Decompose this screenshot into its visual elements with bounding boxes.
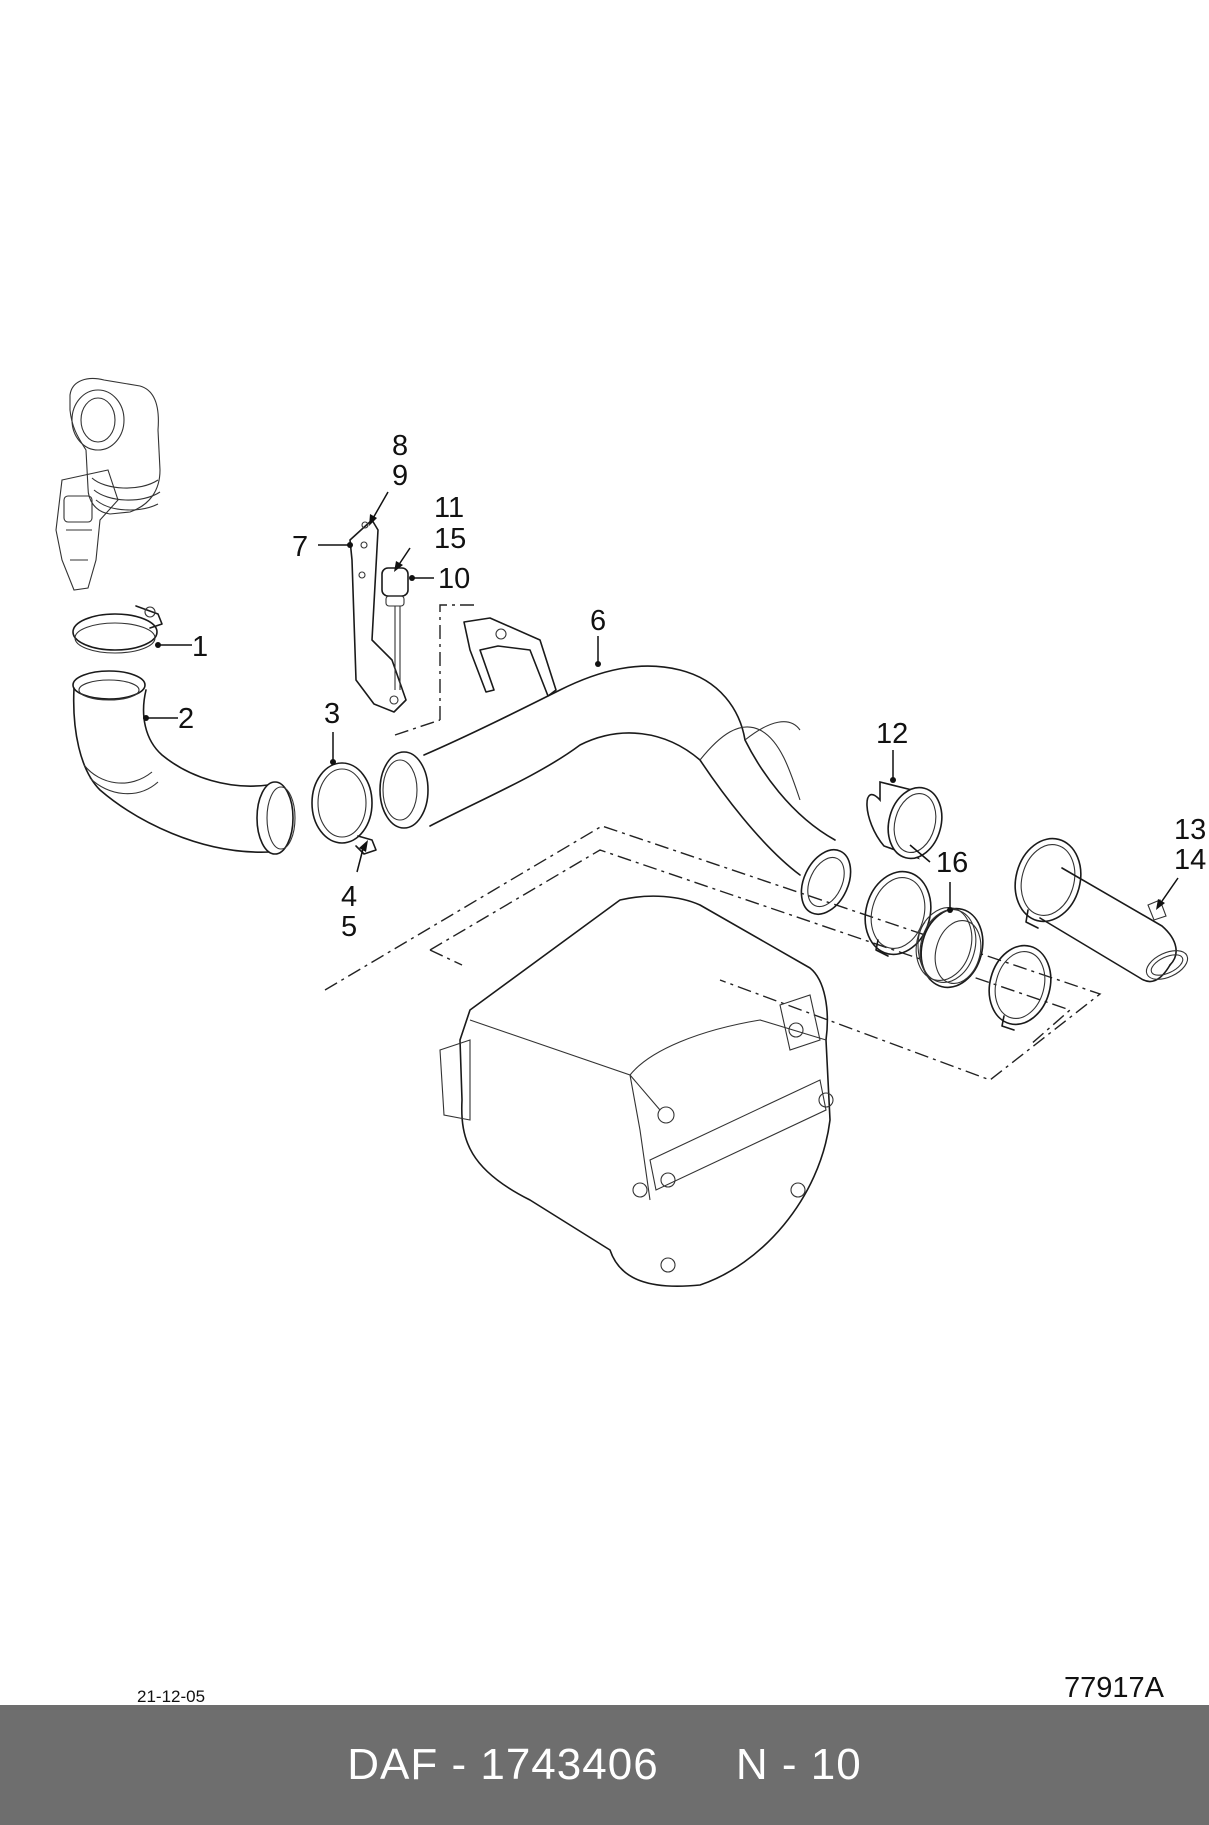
callout-5: 5 xyxy=(341,911,357,943)
figure-code: 77917A xyxy=(1064,1672,1164,1704)
callout-1: 1 xyxy=(192,631,208,663)
elbow-pipe xyxy=(72,670,296,855)
coupler-sleeve xyxy=(866,780,943,860)
clamp-ring-right-b xyxy=(1014,837,1082,929)
assembly-outline xyxy=(324,604,1102,1081)
exhaust-parts-diagram: 1 2 3 4 5 6 7 8 9 10 11 15 12 16 13 14 xyxy=(55,377,1206,1288)
callout-3: 3 xyxy=(324,698,340,730)
clamp-ring-right-c xyxy=(988,944,1052,1031)
callout-16: 16 xyxy=(936,847,968,879)
page-reference: N - 10 xyxy=(735,1740,862,1789)
callout-15: 15 xyxy=(434,523,466,555)
date-stamp: 21-12-05 xyxy=(137,1687,206,1706)
leader-lines xyxy=(143,491,1179,913)
callout-labels: 1 2 3 4 5 6 7 8 9 10 11 15 12 16 13 14 xyxy=(178,430,1206,943)
v-band-clamp xyxy=(72,605,163,654)
turbo-actuator xyxy=(55,469,119,591)
footer-bar: DAF - 1743406 N - 10 xyxy=(0,1705,1209,1825)
footer-text: DAF - 1743406 N - 10 xyxy=(347,1740,861,1790)
clamp-ring-3 xyxy=(311,762,377,855)
callout-9: 9 xyxy=(392,460,408,492)
clamp-ring-right-a xyxy=(864,870,932,957)
callout-11: 11 xyxy=(434,492,464,524)
tail-pipe xyxy=(1039,867,1189,983)
main-exhaust-pipe xyxy=(379,665,852,915)
callout-14: 14 xyxy=(1174,844,1206,876)
callout-4: 4 xyxy=(341,881,357,913)
callout-7: 7 xyxy=(292,531,308,563)
callout-12: 12 xyxy=(876,718,908,750)
pipe-bracket xyxy=(463,617,557,697)
temperature-sensor xyxy=(381,567,409,690)
turbo-outlet-elbow xyxy=(69,377,161,515)
part-reference: DAF - 1743406 xyxy=(347,1740,659,1789)
callout-8: 8 xyxy=(392,430,408,462)
bellows-coupling xyxy=(915,907,984,989)
callout-13: 13 xyxy=(1174,814,1206,846)
callout-6: 6 xyxy=(590,605,606,637)
aftertreatment-unit xyxy=(439,895,834,1288)
mounting-bracket xyxy=(349,519,407,713)
callout-2: 2 xyxy=(178,703,194,735)
callout-10: 10 xyxy=(438,563,470,595)
